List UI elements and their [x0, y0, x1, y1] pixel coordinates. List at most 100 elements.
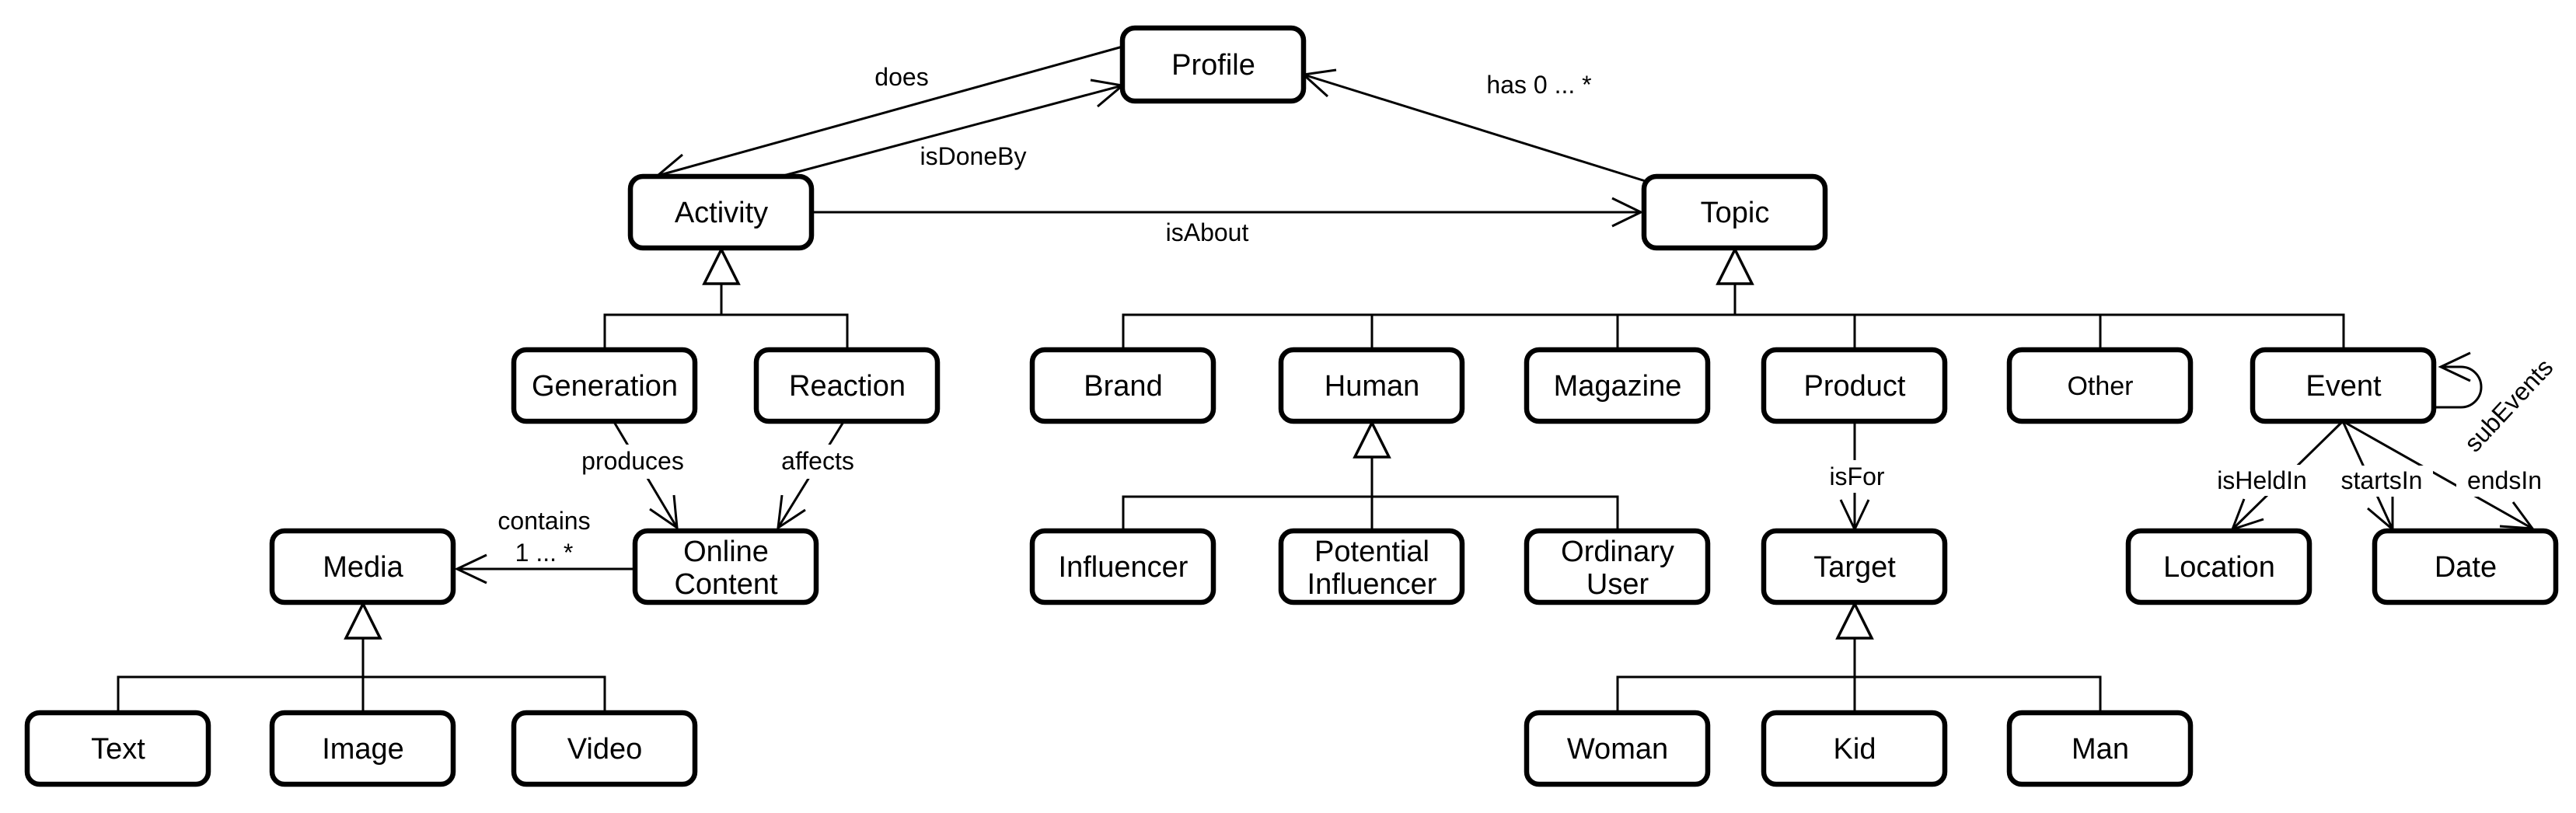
product-node-box [1761, 347, 1948, 424]
contains-arrowhead [454, 553, 487, 584]
node-date: Date [2372, 528, 2559, 605]
man-node-label: Man [2072, 733, 2129, 766]
node-text: Text [24, 710, 211, 787]
influencer-node-label: Influencer [1059, 551, 1189, 584]
potential-influencer-node-label-line2: Influencer [1307, 568, 1437, 601]
edge-does-line [657, 45, 1123, 177]
activity-children-connector [603, 284, 849, 350]
image-node-box [269, 710, 456, 787]
video-node-label: Video [567, 733, 643, 766]
kid-node-label: Kid [1834, 733, 1876, 766]
topic-inheritance-triangle [1716, 246, 1754, 285]
edge-label-contains: contains [497, 507, 590, 535]
edge-has-line [1303, 73, 1649, 183]
human-children-connector [1122, 457, 1619, 531]
woman-node-box [1524, 710, 1711, 787]
ordinary-user-node-label-line1: Ordinary [1561, 536, 1674, 568]
profile-node-box [1119, 25, 1307, 104]
edge-label-isdoneby: isDoneBy [920, 142, 1027, 170]
edge-label-isheldin: isHeldIn [2217, 466, 2307, 494]
date-node-box [2372, 528, 2559, 605]
target-children-connector [1616, 638, 2102, 713]
node-woman: Woman [1524, 710, 1711, 787]
profile-node-label: Profile [1171, 49, 1255, 82]
online-content-node-label-line2: Content [674, 568, 778, 601]
startsin-label-background [2332, 466, 2433, 497]
edge-label-affects: affects [781, 447, 854, 475]
media-inheritance-triangle [344, 601, 382, 640]
node-other: Other [2006, 347, 2194, 424]
node-media: Media [269, 528, 456, 605]
inheritance-connectors [117, 246, 2345, 713]
node-event: Event [2250, 347, 2437, 424]
target-node-box [1761, 528, 1948, 605]
target-node-label: Target [1813, 551, 1896, 584]
node-influencer: Influencer [1029, 528, 1216, 605]
magazine-node-box [1524, 347, 1711, 424]
potential-influencer-node-label-line1: Potential [1314, 536, 1429, 568]
target-inheritance-triangle [1835, 601, 1874, 640]
product-node-label: Product [1804, 370, 1906, 403]
ordinary-user-node-box [1524, 528, 1711, 605]
node-activity: Activity [627, 173, 815, 251]
edge-label-isfor: isFor [1829, 462, 1884, 490]
edge-labels: does isDoneBy has 0 ... * isAbout produc… [497, 63, 2558, 567]
text-node-box [24, 710, 211, 787]
node-potential-influencer: Potential Influencer [1278, 528, 1465, 605]
generation-node-box [511, 347, 698, 424]
media-children-connector [117, 638, 606, 713]
media-node-box [269, 528, 456, 605]
affects-label-background [765, 445, 872, 479]
node-human: Human [1278, 347, 1465, 424]
node-ordinary-user: Ordinary User [1524, 528, 1711, 605]
produces-arrowhead [649, 494, 679, 531]
node-reaction: Reaction [753, 347, 941, 424]
man-node-box [2006, 710, 2194, 787]
generation-node-label: Generation [532, 370, 678, 403]
edge-label-has: has 0 ... * [1486, 71, 1591, 99]
reaction-node-label: Reaction [789, 370, 906, 403]
edge-isdoneby-line [780, 84, 1123, 178]
event-node-label: Event [2305, 370, 2382, 403]
edge-label-does: does [874, 63, 928, 91]
video-node-box [511, 710, 698, 787]
edge-label-contains-multiplicity: 1 ... * [515, 539, 574, 567]
other-node-box [2006, 347, 2194, 424]
edge-label-subevents: subEvents [2459, 353, 2558, 457]
node-topic: Topic [1641, 173, 1828, 251]
activity-node-box [627, 173, 815, 251]
node-target: Target [1761, 528, 1948, 605]
media-node-label: Media [323, 551, 403, 584]
event-node-box [2250, 347, 2437, 424]
reaction-node-box [753, 347, 941, 424]
topic-children-connector [1122, 284, 2345, 350]
node-online-content: Online Content [632, 528, 819, 605]
isheldin-label-background [2206, 465, 2319, 496]
ordinary-user-node-label-line2: User [1586, 568, 1649, 601]
node-image: Image [269, 710, 456, 787]
date-node-label: Date [2435, 551, 2497, 584]
topic-node-label: Topic [1701, 197, 1770, 229]
activity-node-label: Activity [675, 197, 768, 229]
node-brand: Brand [1029, 347, 1216, 424]
produces-label-background [571, 445, 695, 479]
isfor-label-background [1810, 460, 1906, 493]
kid-node-box [1761, 710, 1948, 787]
human-node-box [1278, 347, 1465, 424]
nodes: Profile Activity Topic Generation Reacti… [24, 25, 2559, 787]
node-video: Video [511, 710, 698, 787]
topic-node-box [1641, 173, 1828, 251]
activity-inheritance-triangle [702, 246, 741, 285]
edge-label-produces: produces [581, 447, 684, 475]
influencer-node-box [1029, 528, 1216, 605]
isabout-arrowhead [1611, 197, 1644, 228]
brand-node-label: Brand [1084, 370, 1162, 403]
image-node-label: Image [322, 733, 404, 766]
human-node-label: Human [1325, 370, 1420, 403]
affects-arrowhead [777, 494, 806, 531]
edge-endsin-line [2342, 420, 2533, 530]
woman-node-label: Woman [1567, 733, 1668, 766]
node-man: Man [2006, 710, 2194, 787]
node-profile: Profile [1119, 25, 1307, 104]
edge-label-startsin: startsIn [2341, 466, 2423, 494]
